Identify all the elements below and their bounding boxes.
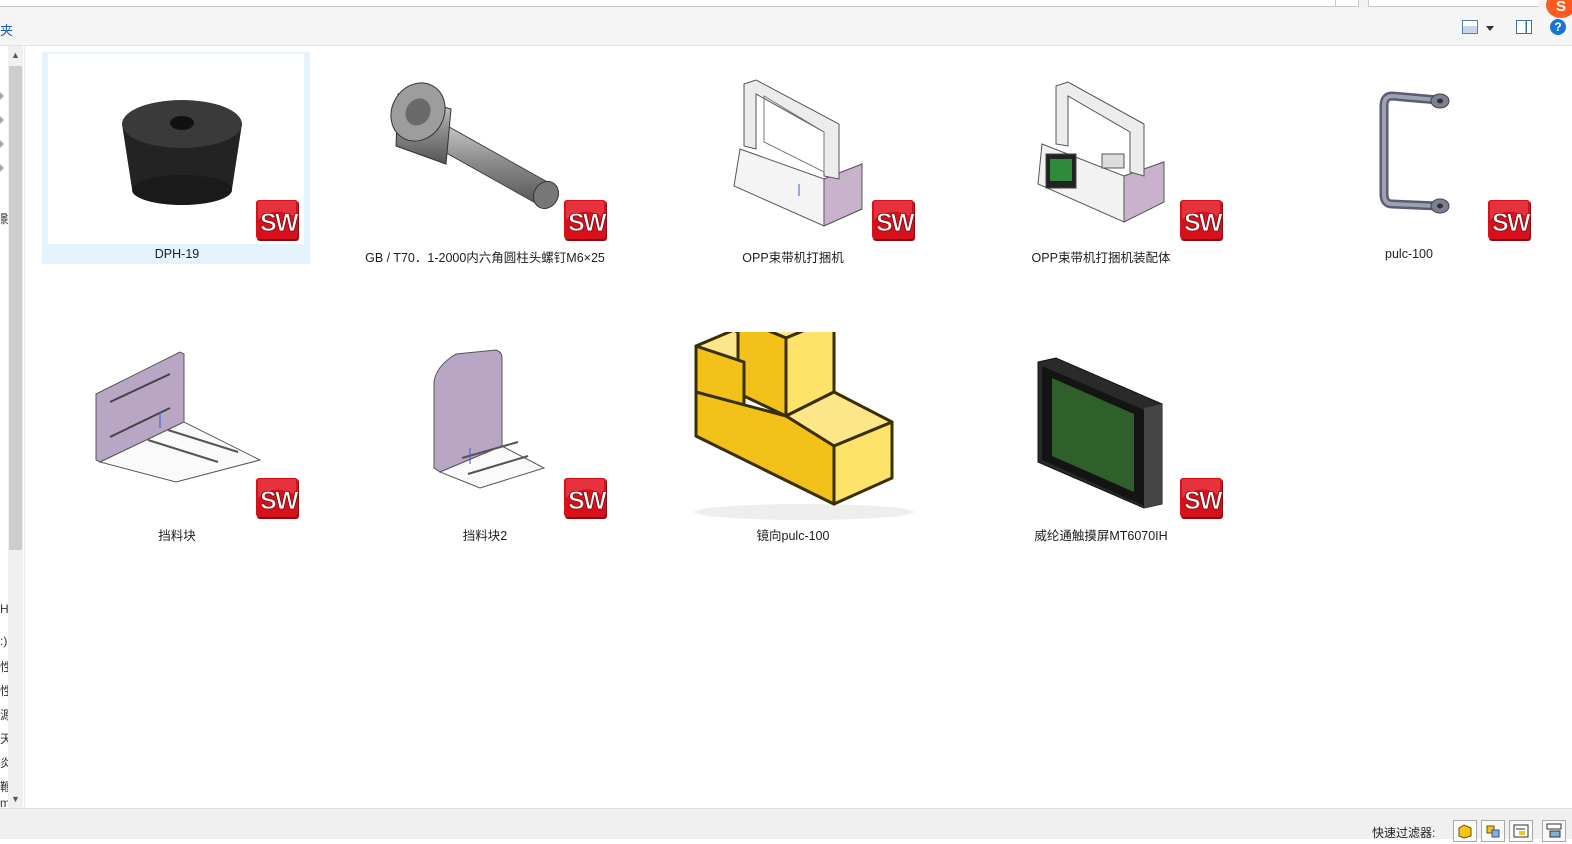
file-thumbnail[interactable] (664, 296, 920, 522)
solidworks-icon (1180, 200, 1224, 242)
solidworks-icon (1180, 478, 1224, 520)
file-item[interactable]: 镜向pulc-100 (658, 296, 926, 543)
stopper-bracket-model-icon (433, 349, 546, 489)
change-view-icon[interactable] (1462, 20, 1478, 34)
status-bar: 快速过滤器: (0, 808, 1572, 842)
nav-item[interactable]: :) (0, 634, 8, 648)
touch-screen-model-icon (1037, 357, 1163, 509)
socket-head-screw-model-icon (390, 82, 560, 210)
search-box[interactable] (1368, 0, 1539, 7)
pull-handle-model-icon (1379, 91, 1450, 214)
nav-item[interactable]: H (0, 602, 9, 616)
navigation-pane: 影 H :) 性 性 源 天 炎 鞭 m ▲ ▼ (0, 46, 25, 810)
address-dropdown-button[interactable] (1336, 0, 1359, 7)
stopper-bracket-model-icon (95, 351, 262, 483)
file-name: 挡料块 (158, 529, 196, 543)
filter-top-level-assemblies-icon[interactable] (1542, 820, 1566, 842)
file-item[interactable]: OPP束带机打捆机 (658, 52, 926, 265)
expand-arrow-icon[interactable] (0, 140, 4, 148)
expand-arrow-icon[interactable] (0, 92, 4, 100)
rubber-foot-model-icon (122, 100, 242, 205)
file-item[interactable]: 挡料块 (42, 330, 310, 543)
file-item[interactable]: DPH-19 (42, 52, 310, 264)
file-name: 挡料块2 (462, 529, 508, 543)
solidworks-icon (256, 478, 300, 520)
preview-pane-icon[interactable] (1516, 20, 1532, 34)
file-name: DPH-19 (154, 247, 200, 261)
generic-part-icon (694, 296, 914, 520)
file-name: OPP束带机打捆机 (742, 251, 844, 265)
nav-item[interactable]: m (0, 796, 10, 810)
quick-filter-label: 快速过滤器: (1372, 826, 1436, 840)
address-bar[interactable] (0, 0, 1336, 7)
strapping-machine-model-icon (733, 79, 863, 227)
filter-drawings-icon[interactable] (1509, 820, 1533, 842)
file-name: OPP束带机打捆机装配体 (1031, 251, 1171, 265)
scroll-up-icon[interactable]: ▲ (11, 50, 20, 60)
file-item[interactable]: pulc-100 (1274, 52, 1542, 264)
toolbar: 夹 ? (0, 8, 1572, 46)
top-strip (0, 0, 1572, 8)
file-name: 威纶通触摸屏MT6070IH (1034, 529, 1168, 543)
nav-scrollbar-thumb[interactable] (9, 66, 22, 550)
file-name: GB / T70．1-2000内六角圆柱头螺钉M6×25 (365, 251, 605, 265)
file-item[interactable]: GB / T70．1-2000内六角圆柱头螺钉M6×25 (350, 52, 618, 265)
view-options-chevron-down-icon[interactable] (1486, 26, 1494, 31)
solidworks-icon (256, 200, 300, 242)
expand-arrow-icon[interactable] (0, 164, 4, 172)
strapping-machine-assembly-icon (1037, 81, 1165, 223)
file-name: 镜向pulc-100 (756, 529, 830, 543)
scroll-down-icon[interactable]: ▼ (11, 794, 20, 804)
solidworks-icon (1488, 200, 1532, 242)
file-item[interactable]: 挡料块2 (350, 330, 618, 543)
help-icon[interactable]: ? (1550, 19, 1566, 35)
expand-arrow-icon[interactable] (0, 116, 4, 124)
filter-parts-icon[interactable] (1453, 820, 1477, 842)
ime-logo-icon: S (1546, 0, 1572, 18)
file-item[interactable]: 威纶通触摸屏MT6070IH (966, 330, 1234, 543)
file-thumbnail[interactable] (972, 54, 1228, 244)
filter-assemblies-icon[interactable] (1481, 820, 1505, 842)
solidworks-icon (564, 200, 608, 242)
file-item[interactable]: OPP束带机打捆机装配体 (966, 52, 1234, 265)
file-name: pulc-100 (1385, 247, 1433, 261)
solidworks-icon (564, 478, 608, 520)
breadcrumb[interactable]: 夹 (0, 23, 14, 38)
solidworks-icon (872, 200, 916, 242)
